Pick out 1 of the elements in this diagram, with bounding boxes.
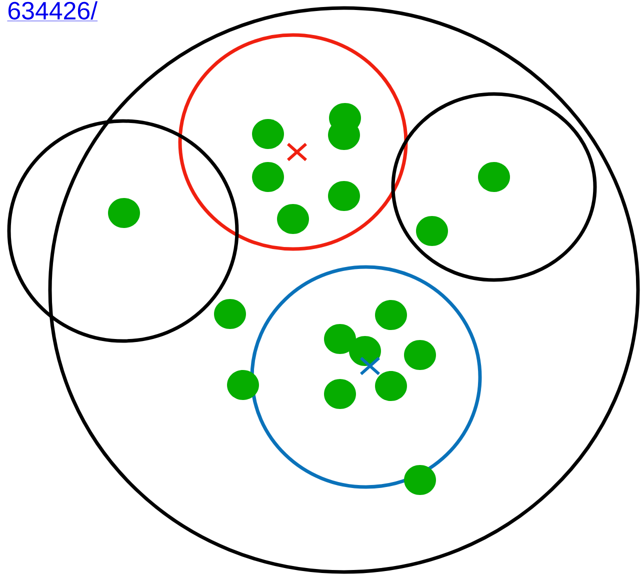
link-text: 634426/ — [7, 1, 98, 22]
